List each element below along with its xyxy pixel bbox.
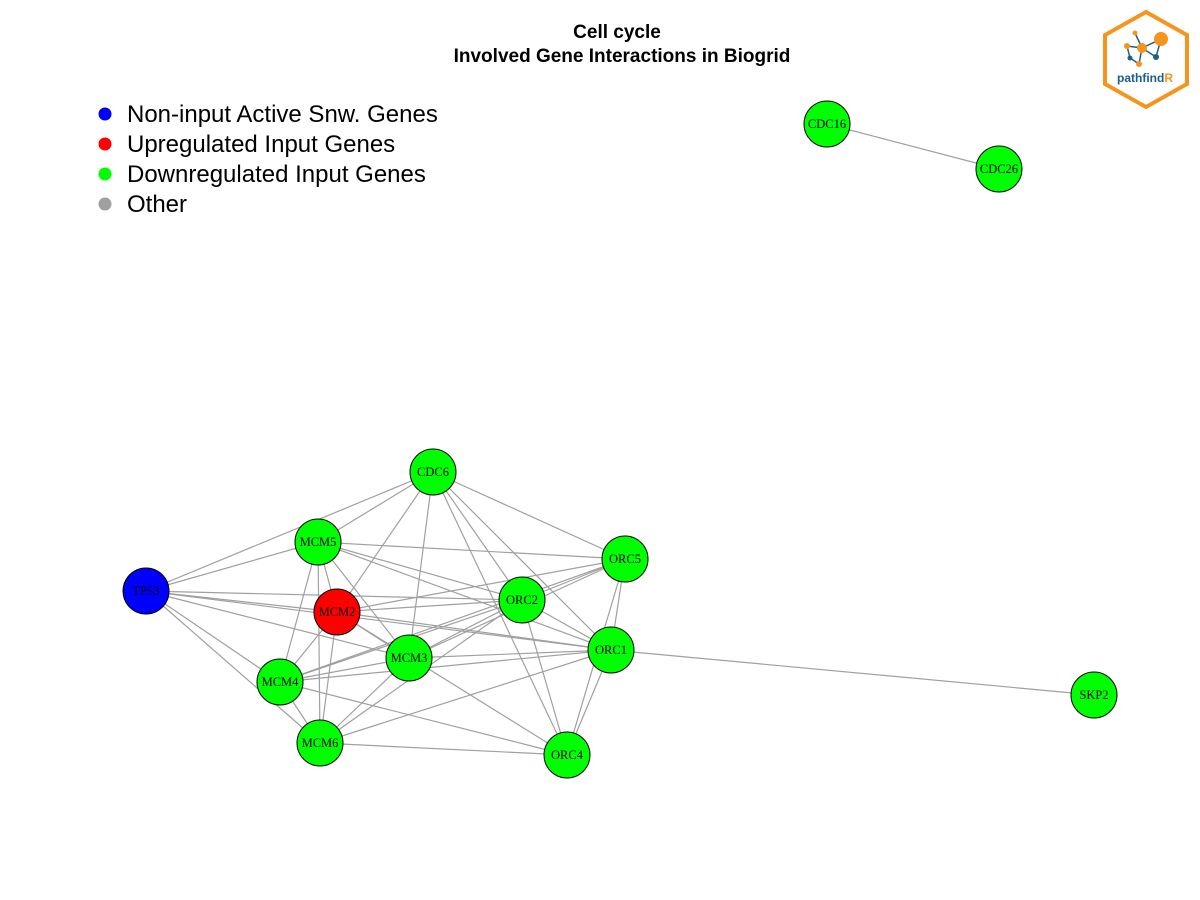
edge-cdc6-mcm3	[408, 471, 434, 659]
node-orc4[interactable]: ORC4	[543, 731, 591, 779]
legend-label: Non-input Active Snw. Genes	[127, 101, 438, 128]
node-circle[interactable]	[294, 518, 342, 566]
node-circle[interactable]	[543, 731, 591, 779]
node-label: ORC2	[506, 593, 538, 607]
edge-mcm5-mcm4	[279, 541, 319, 683]
edge-mcm5-orc2	[317, 541, 523, 601]
node-label: MCM4	[262, 675, 300, 689]
pathfindr-logo: pathfindR	[1103, 9, 1189, 110]
node-circle[interactable]	[409, 448, 457, 496]
legend-marker	[98, 167, 112, 181]
edge-mcm2-orc2	[336, 599, 523, 613]
node-circle[interactable]	[1070, 671, 1118, 719]
edge-mcm2-orc4	[336, 611, 568, 756]
edge-tp53-mcm3	[145, 590, 410, 659]
edge-cdc6-orc2	[432, 471, 523, 601]
edge-mcm2-orc5	[336, 558, 626, 613]
edge-mcm5-orc5	[317, 541, 626, 560]
node-label: CDC6	[417, 465, 449, 479]
legend-label: Upregulated Input Genes	[127, 131, 395, 158]
logo-text: pathfindR	[1117, 71, 1173, 85]
node-label: MCM6	[302, 736, 339, 750]
node-label: MCM3	[391, 651, 428, 665]
node-circle[interactable]	[601, 535, 649, 583]
node-mcm5[interactable]: MCM5	[294, 518, 342, 566]
node-orc5[interactable]: ORC5	[601, 535, 649, 583]
legend-marker	[98, 197, 112, 211]
node-label: CDC26	[980, 162, 1018, 176]
node-label: TP53	[132, 584, 159, 598]
node-circle[interactable]	[587, 626, 635, 674]
edge-cdc6-mcm2	[336, 471, 434, 613]
node-cdc26[interactable]: CDC26	[975, 145, 1023, 193]
legend-label: Downregulated Input Genes	[127, 161, 426, 188]
legend-item: Non-input Active Snw. Genes	[98, 101, 438, 128]
node-circle[interactable]	[296, 719, 344, 767]
edge-orc2-orc4	[521, 599, 568, 756]
logo-text-accent: R	[1164, 71, 1173, 85]
legend-label: Other	[127, 191, 187, 218]
node-tp53[interactable]: TP53	[122, 567, 170, 615]
legend-item: Downregulated Input Genes	[98, 161, 426, 188]
edge-mcm2-orc1	[336, 611, 612, 651]
edge-orc1-skp2	[610, 649, 1095, 696]
edge-mcm6-orc1	[319, 649, 612, 744]
node-label: MCM5	[300, 535, 337, 549]
legend-item: Other	[98, 191, 187, 218]
node-circle[interactable]	[803, 100, 851, 148]
node-skp2[interactable]: SKP2	[1070, 671, 1118, 719]
node-circle[interactable]	[975, 145, 1023, 193]
title-line-2: Involved Gene Interactions in Biogrid	[454, 46, 791, 67]
legend-item: Upregulated Input Genes	[98, 131, 395, 158]
node-label: MCM2	[319, 605, 356, 619]
node-cdc16[interactable]: CDC16	[803, 100, 851, 148]
network-edges	[145, 123, 1095, 756]
node-label: SKP2	[1079, 688, 1108, 702]
node-cdc6[interactable]: CDC6	[409, 448, 457, 496]
edge-mcm4-orc5	[279, 558, 626, 683]
node-circle[interactable]	[385, 634, 433, 682]
node-label: ORC1	[595, 643, 627, 657]
legend-marker	[98, 107, 112, 121]
edge-tp53-mcm4	[145, 590, 281, 683]
edge-cdc6-orc4	[432, 471, 568, 756]
node-label: CDC16	[808, 117, 846, 131]
edge-tp53-mcm6	[145, 590, 321, 744]
node-mcm3[interactable]: MCM3	[385, 634, 433, 682]
edge-mcm6-orc4	[319, 742, 568, 756]
node-label: ORC5	[609, 552, 641, 566]
edge-tp53-cdc6	[145, 471, 434, 592]
node-circle[interactable]	[498, 576, 546, 624]
logo-text-main: pathfind	[1117, 71, 1164, 85]
edge-tp53-mcm5	[145, 541, 319, 592]
edge-mcm4-orc1	[279, 649, 612, 683]
logo-hexagon	[1103, 9, 1189, 110]
node-circle[interactable]	[256, 658, 304, 706]
edge-cdc6-orc5	[432, 471, 626, 560]
node-label: ORC4	[551, 748, 584, 762]
node-mcm4[interactable]: MCM4	[256, 658, 304, 706]
node-mcm6[interactable]: MCM6	[296, 719, 344, 767]
node-circle[interactable]	[122, 567, 170, 615]
edge-mcm5-mcm3	[317, 541, 410, 659]
node-orc2[interactable]: ORC2	[498, 576, 546, 624]
node-orc1[interactable]: ORC1	[587, 626, 635, 674]
edge-mcm4-orc4	[279, 681, 568, 756]
edge-cdc6-orc1	[432, 471, 612, 651]
legend-marker	[98, 137, 112, 151]
edge-cdc16-cdc26	[826, 123, 1000, 170]
node-mcm2[interactable]: MCM2	[313, 588, 361, 636]
edge-mcm5-mcm6	[317, 541, 321, 744]
chart-title: Cell cycle Involved Gene Interactions in…	[454, 22, 791, 67]
network-hexagon-icon	[1124, 30, 1168, 67]
edge-mcm5-orc1	[317, 541, 612, 651]
node-circle[interactable]	[313, 588, 361, 636]
title-line-1: Cell cycle	[573, 22, 661, 43]
